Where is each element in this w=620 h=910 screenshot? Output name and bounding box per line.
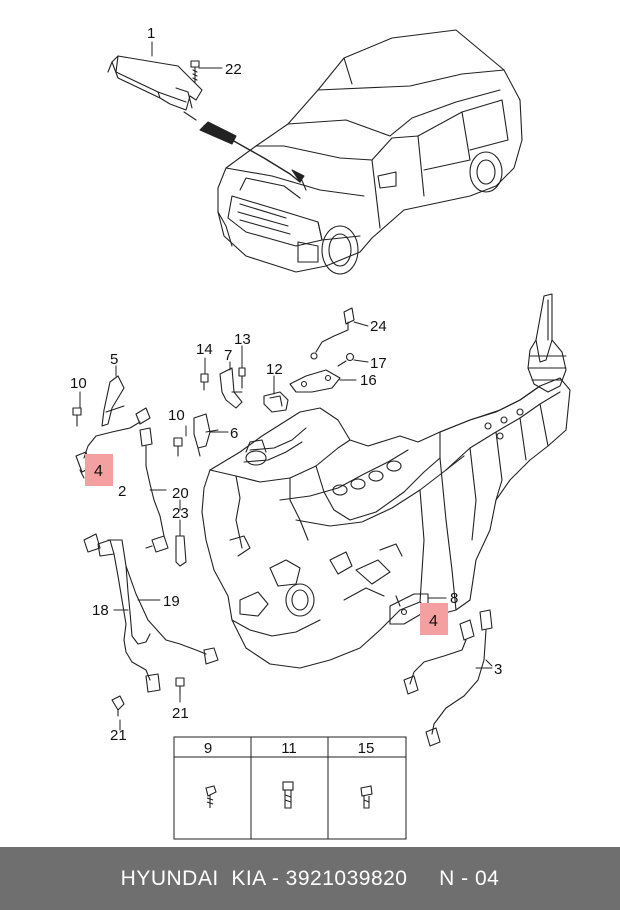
engine-assembly [201, 293, 571, 669]
bracket-5 [101, 375, 125, 427]
sensor-12 [263, 391, 289, 413]
bolt-22 [190, 60, 200, 83]
bolt-14 [200, 373, 209, 391]
table-header-11: 11 [281, 740, 297, 757]
callout-2: 2 [118, 483, 126, 500]
vehicle-illustration [217, 29, 523, 275]
callout-22: 22 [225, 61, 242, 78]
callout-1: 1 [147, 25, 155, 42]
footer-bar: HYUNDAI KIA - 3921039820 N - 04 [0, 847, 620, 910]
callout-4-left: 4 [94, 463, 103, 480]
callout-12: 12 [266, 361, 283, 378]
callout-20: 20 [172, 485, 189, 502]
callout-21-right: 21 [172, 705, 189, 722]
callout-8: 8 [450, 590, 458, 607]
leader-lines [79, 41, 493, 731]
callout-10-left: 10 [70, 375, 87, 392]
fastener-table: 9 11 15 [173, 736, 407, 840]
bolt-17 [337, 352, 355, 367]
harness-18-19 [83, 533, 219, 693]
sensor-2 [139, 427, 169, 553]
callout-21-left: 21 [110, 727, 127, 744]
footer-part-number: HYUNDAI KIA - 3921039820 N - 04 [120, 866, 500, 890]
callout-16: 16 [360, 372, 377, 389]
bracket-7 [219, 367, 243, 409]
ecu-module [107, 55, 203, 121]
parts-diagram: 1 22 24 17 16 14 13 7 12 5 10 10 6 4 2 2… [70, 25, 571, 840]
fastener-15-icon [360, 785, 373, 809]
sensor-4-right [403, 619, 475, 695]
callout-10-center: 10 [168, 407, 185, 424]
fastener-11-icon [282, 781, 294, 809]
callout-3: 3 [494, 661, 502, 678]
fastener-9-icon [205, 785, 217, 808]
callout-14: 14 [196, 341, 213, 358]
bolt-21-left [111, 695, 125, 717]
clip-23 [175, 535, 187, 567]
table-header-9: 9 [204, 740, 212, 757]
highlight-box-left [85, 454, 113, 486]
callout-7: 7 [224, 347, 232, 364]
callout-17: 17 [370, 355, 387, 372]
callout-19: 19 [163, 593, 180, 610]
callout-23: 23 [172, 505, 189, 522]
callout-6: 6 [230, 425, 238, 442]
callout-5: 5 [110, 351, 118, 368]
bolt-21-right [175, 677, 185, 695]
sensor-24 [310, 307, 355, 360]
highlight-box-right [420, 603, 448, 635]
bolt-13 [238, 367, 246, 389]
callout-18: 18 [92, 602, 109, 619]
bolt-10-center [173, 437, 183, 457]
callout-24: 24 [370, 318, 387, 335]
sensor-6 [193, 413, 219, 457]
callout-13: 13 [234, 331, 251, 348]
sensor-3 [425, 609, 493, 747]
callout-labels: 1 22 24 17 16 14 13 7 12 5 10 10 6 4 2 2… [70, 25, 502, 744]
bracket-16 [289, 369, 341, 393]
bolt-10-left [72, 407, 82, 427]
table-header-15: 15 [358, 740, 375, 757]
callout-4-right: 4 [429, 613, 438, 630]
